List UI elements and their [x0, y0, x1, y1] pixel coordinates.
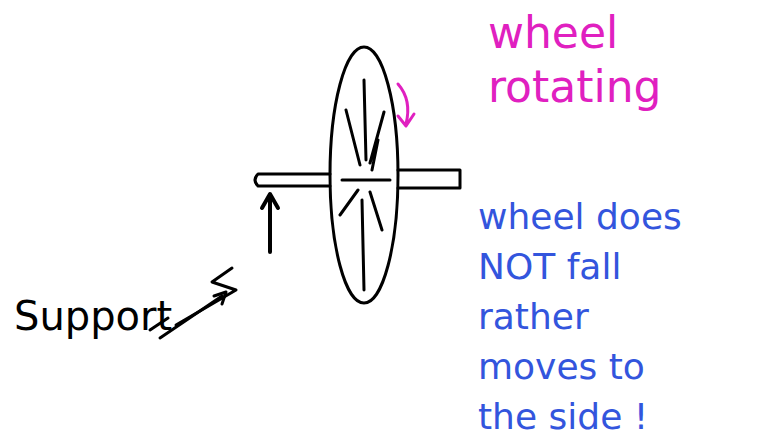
support-label: Support: [14, 292, 214, 340]
behaviour-note: wheel does NOT fall rather moves to the …: [478, 192, 710, 438]
rotation-note: wheel rotating: [488, 6, 678, 114]
support-force-arrow: [262, 194, 278, 252]
axle-left: [255, 174, 330, 186]
axle-right: [398, 170, 460, 188]
support-leader-head: [214, 292, 226, 304]
wheel-rim: [330, 47, 398, 303]
rotation-arrow: [398, 84, 414, 126]
axle-hub: [342, 179, 390, 182]
wheel-spokes: [340, 80, 384, 290]
